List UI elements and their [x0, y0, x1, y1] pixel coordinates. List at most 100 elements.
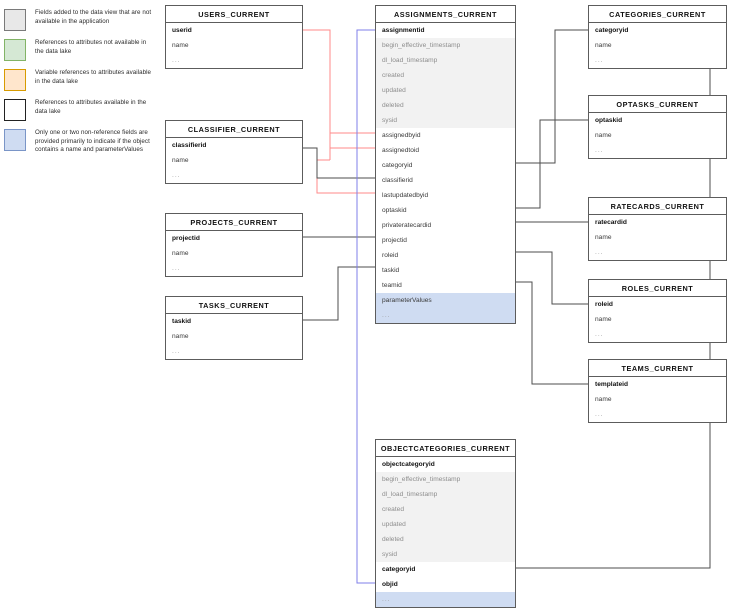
- legend-label: References to attributes available in th…: [35, 99, 147, 115]
- field-assignmentid[interactable]: assignmentid: [382, 27, 425, 34]
- entity-users-current[interactable]: USERS_CURRENT userid name...: [165, 5, 303, 69]
- entity-teams-current[interactable]: TEAMS_CURRENT templateid name...: [588, 359, 727, 423]
- field-classifierid[interactable]: classifierid: [382, 177, 413, 184]
- field-[interactable]: ...: [376, 308, 515, 323]
- legend-label: Only one or two non-reference fields are…: [35, 129, 150, 154]
- field-created[interactable]: created: [376, 68, 515, 83]
- field-deleted[interactable]: deleted: [376, 98, 515, 113]
- field-[interactable]: ...: [172, 172, 181, 179]
- field-parametervalues[interactable]: parameterValues: [376, 293, 515, 308]
- legend-label: Fields added to the data view that are n…: [35, 9, 152, 25]
- field-dl-load-timestamp[interactable]: dl_load_timestamp: [376, 53, 515, 68]
- entity-fields: categoryid name...: [589, 23, 726, 68]
- field-name[interactable]: name: [595, 42, 612, 49]
- entity-fields: userid name...: [166, 23, 302, 68]
- field-optaskid[interactable]: optaskid: [595, 117, 623, 124]
- entity-categories-current[interactable]: CATEGORIES_CURRENT categoryid name...: [588, 5, 727, 69]
- legend-label: Variable references to attributes availa…: [35, 69, 152, 85]
- field-sysid[interactable]: sysid: [376, 113, 515, 128]
- entity-assignments-current[interactable]: ASSIGNMENTS_CURRENT assignmentid begin_ef…: [375, 5, 516, 324]
- field-dl-load-timestamp[interactable]: dl_load_timestamp: [376, 487, 515, 502]
- entity-roles-current[interactable]: ROLES_CURRENT roleid name...: [588, 279, 727, 343]
- field-classifierid[interactable]: classifierid: [172, 142, 207, 149]
- legend-swatch-white: [4, 99, 26, 121]
- entity-optasks-current[interactable]: OPTASKS_CURRENT optaskid name...: [588, 95, 727, 159]
- field-[interactable]: ...: [595, 57, 604, 64]
- field-name[interactable]: name: [172, 42, 189, 49]
- field-lastupdatedbyid[interactable]: lastupdatedbyid: [382, 192, 429, 199]
- entity-ratecards-current[interactable]: RATECARDS_CURRENT ratecardid name...: [588, 197, 727, 261]
- entity-objectcategories-current[interactable]: OBJECTCATEGORIES_CURRENT objectcategoryi…: [375, 439, 516, 608]
- field-created[interactable]: created: [376, 502, 515, 517]
- entity-title: ASSIGNMENTS_CURRENT: [376, 6, 515, 23]
- field-categoryid[interactable]: categoryid: [382, 566, 416, 573]
- field-updated[interactable]: updated: [376, 517, 515, 532]
- entity-title: OBJECTCATEGORIES_CURRENT: [376, 440, 515, 457]
- field-assignedbyid[interactable]: assignedbyid: [382, 132, 421, 139]
- entity-fields: objectcategoryid begin_effective_timestam…: [376, 457, 515, 607]
- legend-item: Only one or two non-reference fields are…: [4, 128, 154, 155]
- field-templateid[interactable]: templateid: [595, 381, 628, 388]
- entity-fields: ratecardid name...: [589, 215, 726, 260]
- entity-title: ROLES_CURRENT: [589, 280, 726, 297]
- entity-title: OPTASKS_CURRENT: [589, 96, 726, 113]
- field-objid[interactable]: objid: [382, 581, 398, 588]
- field-name[interactable]: name: [595, 396, 612, 403]
- entity-title: CLASSIFIER_CURRENT: [166, 121, 302, 138]
- field-sysid[interactable]: sysid: [376, 547, 515, 562]
- field-name[interactable]: name: [595, 132, 612, 139]
- field-name[interactable]: name: [172, 157, 189, 164]
- legend-item: References to attributes not available i…: [4, 38, 154, 61]
- field-name[interactable]: name: [595, 316, 612, 323]
- field-userid[interactable]: userid: [172, 27, 192, 34]
- entity-fields: optaskid name...: [589, 113, 726, 158]
- legend-swatch-green: [4, 39, 26, 61]
- field-[interactable]: ...: [595, 147, 604, 154]
- legend-label: References to attributes not available i…: [35, 39, 147, 55]
- entity-title: TASKS_CURRENT: [166, 297, 302, 314]
- field-[interactable]: ...: [172, 348, 181, 355]
- field-name[interactable]: name: [172, 250, 189, 257]
- field-[interactable]: ...: [595, 411, 604, 418]
- entity-title: RATECARDS_CURRENT: [589, 198, 726, 215]
- entity-tasks-current[interactable]: TASKS_CURRENT taskid name...: [165, 296, 303, 360]
- field-[interactable]: ...: [595, 249, 604, 256]
- entity-classifier-current[interactable]: CLASSIFIER_CURRENT classifierid name...: [165, 120, 303, 184]
- field-updated[interactable]: updated: [376, 83, 515, 98]
- entity-fields: roleid name...: [589, 297, 726, 342]
- field-categoryid[interactable]: categoryid: [595, 27, 629, 34]
- field-assignedtoid[interactable]: assignedtoid: [382, 147, 420, 154]
- field-[interactable]: ...: [595, 331, 604, 338]
- field-begin-effective-timestamp[interactable]: begin_effective_timestamp: [376, 38, 515, 53]
- entity-title: CATEGORIES_CURRENT: [589, 6, 726, 23]
- legend-swatch-orange: [4, 69, 26, 91]
- legend-item: Variable references to attributes availa…: [4, 68, 154, 91]
- entity-fields: classifierid name...: [166, 138, 302, 183]
- field-[interactable]: ...: [376, 592, 515, 607]
- field-taskid[interactable]: taskid: [382, 267, 400, 274]
- field-projectid[interactable]: projectid: [172, 235, 200, 242]
- legend-item: Fields added to the data view that are n…: [4, 8, 154, 31]
- field-taskid[interactable]: taskid: [172, 318, 192, 325]
- legend-swatch-blue: [4, 129, 26, 151]
- field-optaskid[interactable]: optaskid: [382, 207, 407, 214]
- field-roleid[interactable]: roleid: [595, 301, 613, 308]
- field-roleid[interactable]: roleid: [382, 252, 399, 259]
- field-name[interactable]: name: [595, 234, 612, 241]
- field-privateratecardid[interactable]: privateratecardid: [382, 222, 432, 229]
- field-categoryid[interactable]: categoryid: [382, 162, 413, 169]
- entity-title: USERS_CURRENT: [166, 6, 302, 23]
- field-[interactable]: ...: [172, 57, 181, 64]
- entity-title: TEAMS_CURRENT: [589, 360, 726, 377]
- field-teamid[interactable]: teamid: [382, 282, 402, 289]
- field-begin-effective-timestamp[interactable]: begin_effective_timestamp: [376, 472, 515, 487]
- field-deleted[interactable]: deleted: [376, 532, 515, 547]
- field-ratecardid[interactable]: ratecardid: [595, 219, 627, 226]
- field-[interactable]: ...: [172, 265, 181, 272]
- field-name[interactable]: name: [172, 333, 189, 340]
- field-projectid[interactable]: projectid: [382, 237, 407, 244]
- field-objectcategoryid[interactable]: objectcategoryid: [382, 461, 435, 468]
